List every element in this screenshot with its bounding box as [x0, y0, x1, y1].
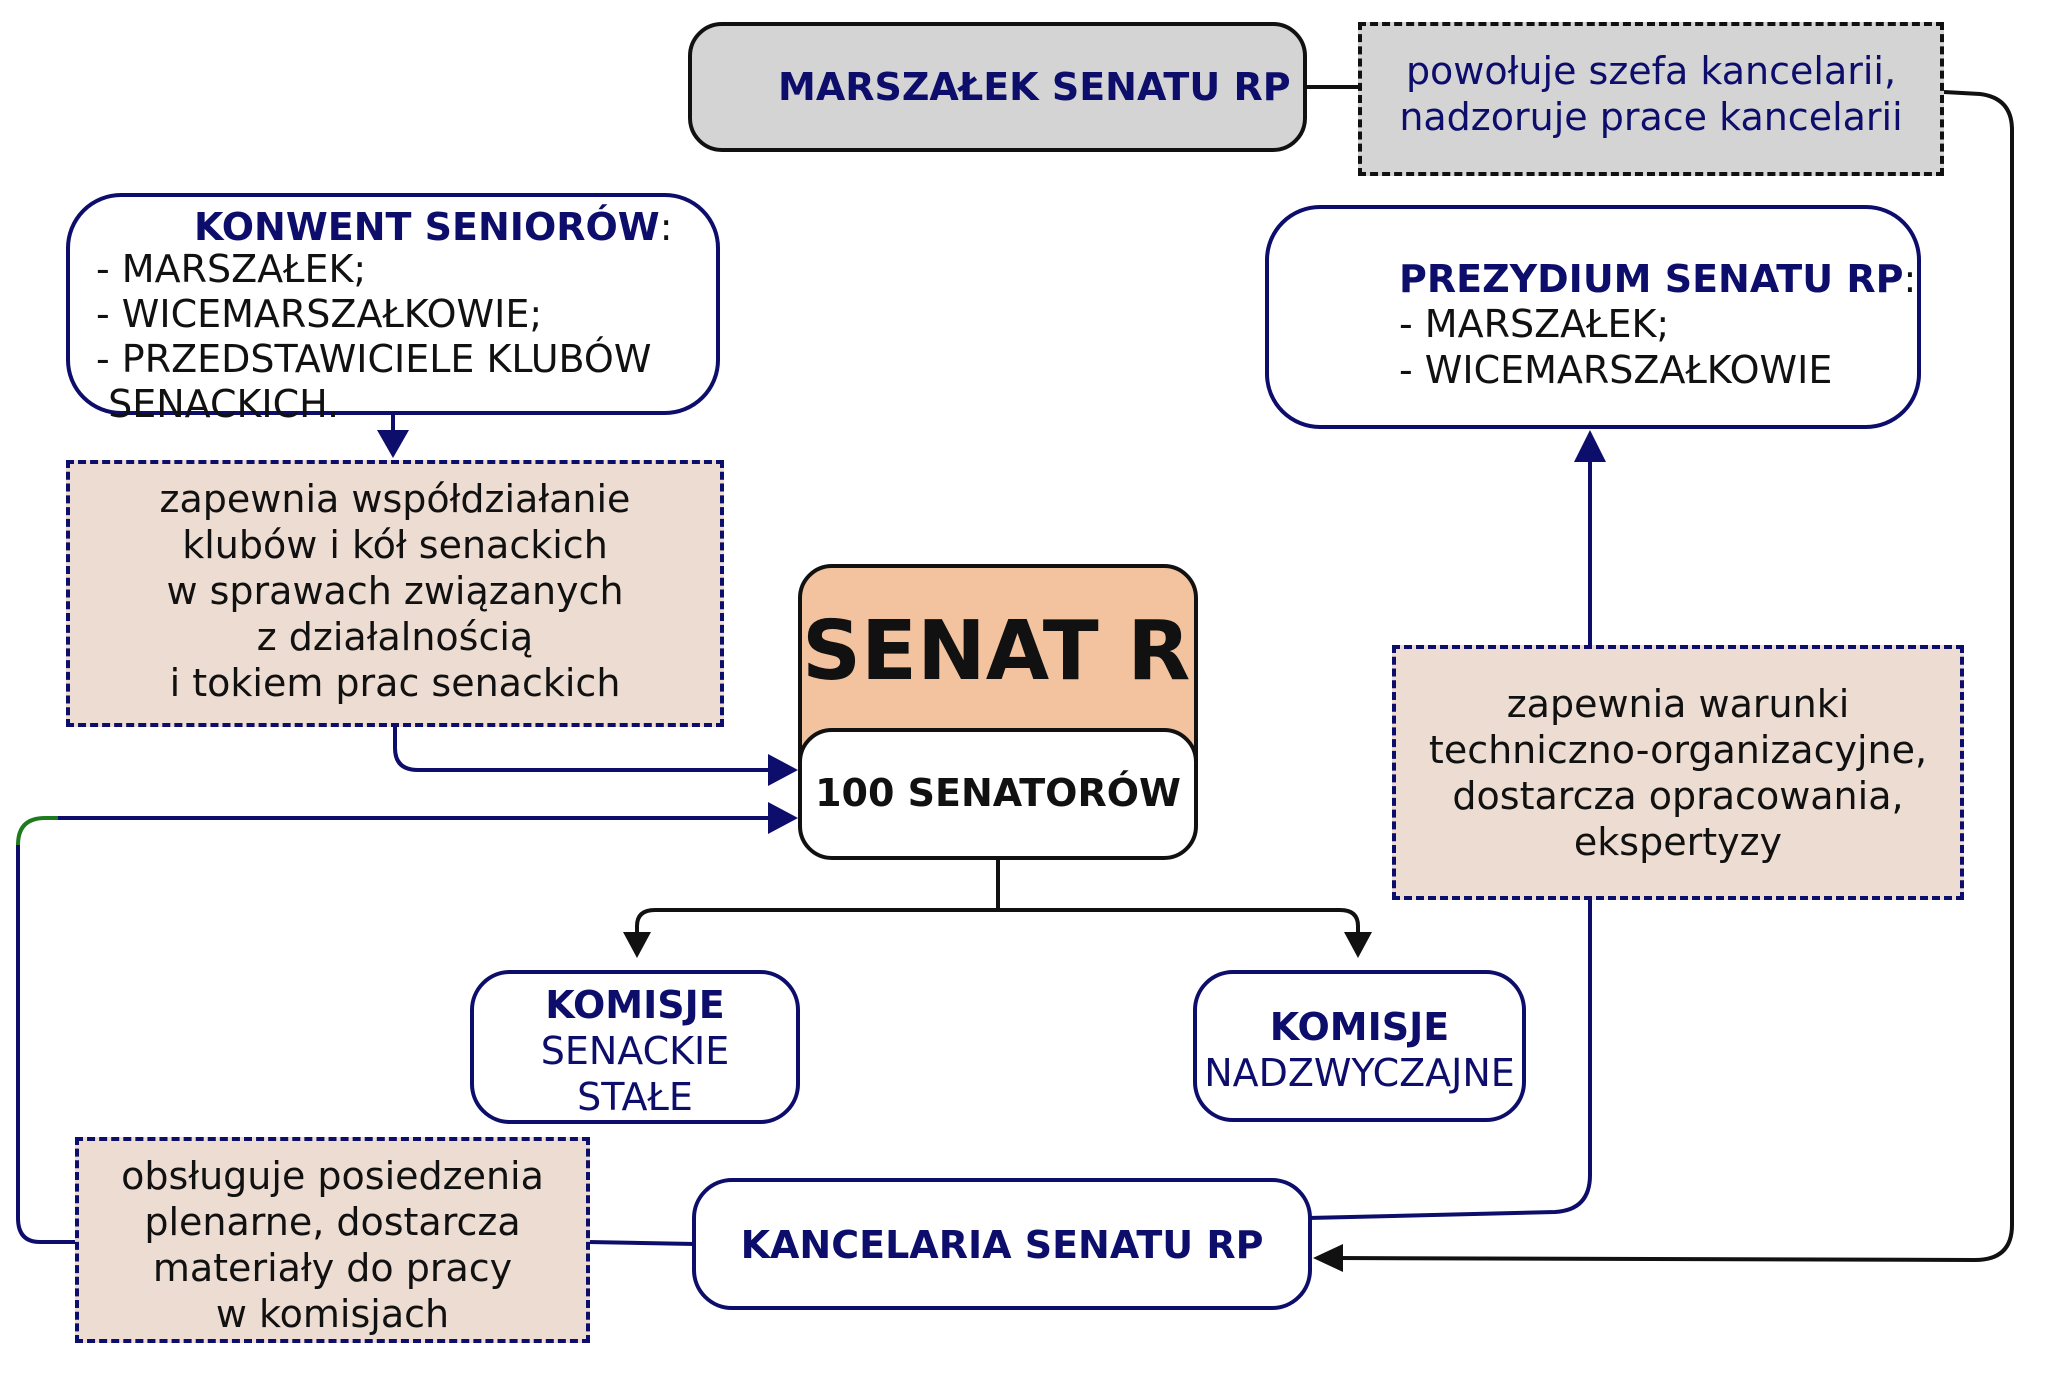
prezydium-item-1: - MARSZAŁEK; [1399, 302, 1670, 346]
prezydium-note-line-4: ekspertyzy [1573, 820, 1783, 864]
arrowhead-kancelaria [1313, 1244, 1343, 1272]
marszalek-box: MARSZAŁEK SENATU RP [688, 22, 1307, 152]
kancelaria-note-line-1: obsługuje posiedzenia [121, 1154, 544, 1198]
kancelaria-note-line-3: materiały do pracy [152, 1246, 513, 1290]
prezydium-title: PREZYDIUM SENATU RP [1399, 257, 1904, 301]
prezydium-colon: : [1903, 257, 1917, 301]
connector-konwent-to-senat [393, 726, 770, 772]
komisje-stale-line-2: STAŁE [577, 1075, 693, 1119]
connector-marszalek-to-kancelaria [1334, 90, 2014, 1263]
konwent-item-2: - WICEMARSZAŁKOWIE; [96, 292, 543, 336]
connector-green-segment [16, 816, 58, 846]
komisje-stale-title: KOMISJE [545, 983, 725, 1027]
senat-subtitle: 100 SENATORÓW [815, 771, 1181, 815]
arrowhead-komisje-stale [623, 932, 651, 958]
komisje-nadzw-box: KOMISJE NADZWYCZAJNE [1193, 970, 1526, 1122]
connector-kancelaria-note-to-senat [16, 845, 75, 1244]
prezydium-box: PREZYDIUM SENATU RP: - MARSZAŁEK; - WICE… [1265, 205, 1921, 429]
senat-subtitle-panel: 100 SENATORÓW [802, 728, 1194, 856]
arrowhead-senat-lower [768, 802, 798, 834]
komisje-stale-box: KOMISJE SENACKIE STAŁE [470, 970, 800, 1124]
marszalek-title: MARSZAŁEK SENATU RP [778, 65, 1291, 109]
arrowhead-konwent-note [377, 430, 409, 458]
prezydium-note-line-3: dostarcza opracowania, [1452, 774, 1904, 818]
kancelaria-title: KANCELARIA SENATU RP [740, 1223, 1264, 1267]
konwent-item-1: - MARSZAŁEK; [96, 247, 367, 291]
konwent-title: KONWENT SENIORÓW [194, 205, 660, 249]
senat-box: SENAT RP 100 SENATORÓW [798, 564, 1198, 860]
arrowhead-komisje-nadzw [1344, 932, 1372, 958]
connector-komisje-branch [635, 908, 1360, 940]
marszalek-note-line-2: nadzoruje prace kancelarii [1399, 95, 1903, 139]
kancelaria-note-line-2: plenarne, dostarcza [144, 1200, 521, 1244]
arrowhead-senat-upper [768, 754, 798, 786]
konwent-colon: : [659, 205, 673, 249]
arrowhead-prezydium [1574, 430, 1606, 462]
konwent-item-3: - PRZEDSTAWICIELE KLUBÓW [96, 337, 652, 381]
kancelaria-note-line-4: w komisjach [215, 1292, 450, 1336]
konwent-note-line-2: klubów i kół senackich [182, 523, 608, 567]
connector-kancelaria-to-prezydium-note [1307, 900, 1592, 1220]
konwent-note-line-4: z działalnością [256, 615, 534, 659]
komisje-stale-line-1: SENACKIE [540, 1029, 730, 1073]
konwent-note-box: zapewnia współdziałanie klubów i kół sen… [66, 460, 724, 727]
kancelaria-note-box: obsługuje posiedzenia plenarne, dostarcz… [75, 1137, 590, 1343]
prezydium-note-box: zapewnia warunki techniczno-organizacyjn… [1392, 645, 1964, 900]
marszalek-note-line-1: powołuje szefa kancelarii, [1405, 49, 1897, 93]
komisje-nadzw-line-1: NADZWYCZAJNE [1204, 1051, 1515, 1095]
komisje-nadzw-title: KOMISJE [1269, 1005, 1450, 1049]
prezydium-note-line-1: zapewnia warunki [1506, 682, 1850, 726]
marszalek-note-box: powołuje szefa kancelarii, nadzoruje pra… [1358, 22, 1944, 176]
kancelaria-box: KANCELARIA SENATU RP [692, 1178, 1312, 1310]
konwent-note-line-1: zapewnia współdziałanie [159, 477, 631, 521]
connector-kancelaria-note [587, 1240, 696, 1246]
prezydium-note-line-2: techniczno-organizacyjne, [1428, 728, 1928, 772]
senat-title: SENAT RP [802, 604, 1194, 699]
konwent-note-line-5: i tokiem prac senackich [169, 661, 621, 705]
konwent-item-4: SENACKICH. [96, 382, 340, 426]
prezydium-item-2: - WICEMARSZAŁKOWIE [1399, 348, 1833, 392]
konwent-box: KONWENT SENIORÓW: - MARSZAŁEK; - WICEMAR… [66, 193, 720, 426]
konwent-note-line-3: w sprawach związanych [166, 569, 624, 613]
